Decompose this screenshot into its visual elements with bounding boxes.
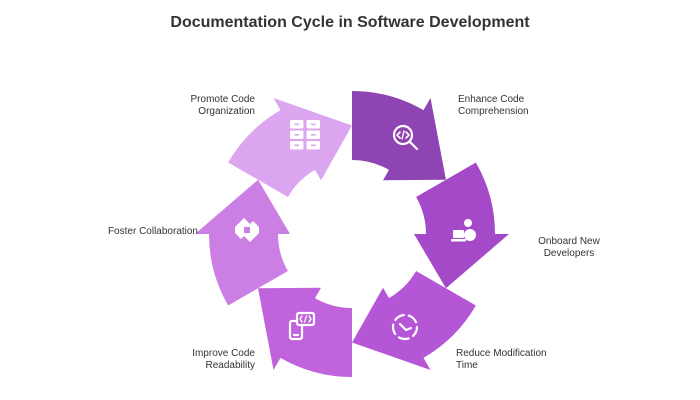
label-line: Enhance Code — [458, 94, 525, 105]
segment-improve — [258, 287, 352, 377]
label-line: Foster Collaboration — [107, 226, 198, 237]
label-line: Comprehension — [458, 106, 529, 117]
code-magnifier-icon — [392, 124, 419, 151]
code-phone-icon — [288, 311, 316, 341]
label-line: Promote Code — [190, 94, 255, 105]
label-improve-code-readability: Improve Code Readability — [150, 348, 255, 372]
label-line: Time — [456, 360, 478, 371]
collaboration-arrows-icon — [235, 218, 259, 242]
label-reduce-modification-time: Reduce Modification Time — [456, 348, 547, 372]
label-line: Reduce Modification — [456, 348, 547, 359]
label-enhance-code-comprehension: Enhance Code Comprehension — [458, 94, 529, 118]
diagram-title: Documentation Cycle in Software Developm… — [170, 14, 530, 31]
label-promote-code-organization: Promote Code Organization — [150, 94, 255, 118]
segment-foster — [195, 179, 290, 306]
segment-onboard — [414, 162, 509, 289]
label-line: Readability — [205, 360, 255, 371]
label-onboard-new-developers: Onboard New Developers — [530, 236, 608, 260]
label-line: Developers — [543, 248, 595, 259]
time-cycle-icon — [391, 313, 419, 341]
developer-laptop-icon — [451, 219, 476, 242]
segment-enhance — [352, 91, 446, 181]
label-foster-collaboration: Foster Collaboration — [90, 226, 198, 238]
label-line: Organization — [198, 106, 255, 117]
filing-cabinet-icon — [290, 120, 320, 150]
label-line: Improve Code — [192, 348, 255, 359]
label-line: Onboard New — [538, 236, 600, 247]
